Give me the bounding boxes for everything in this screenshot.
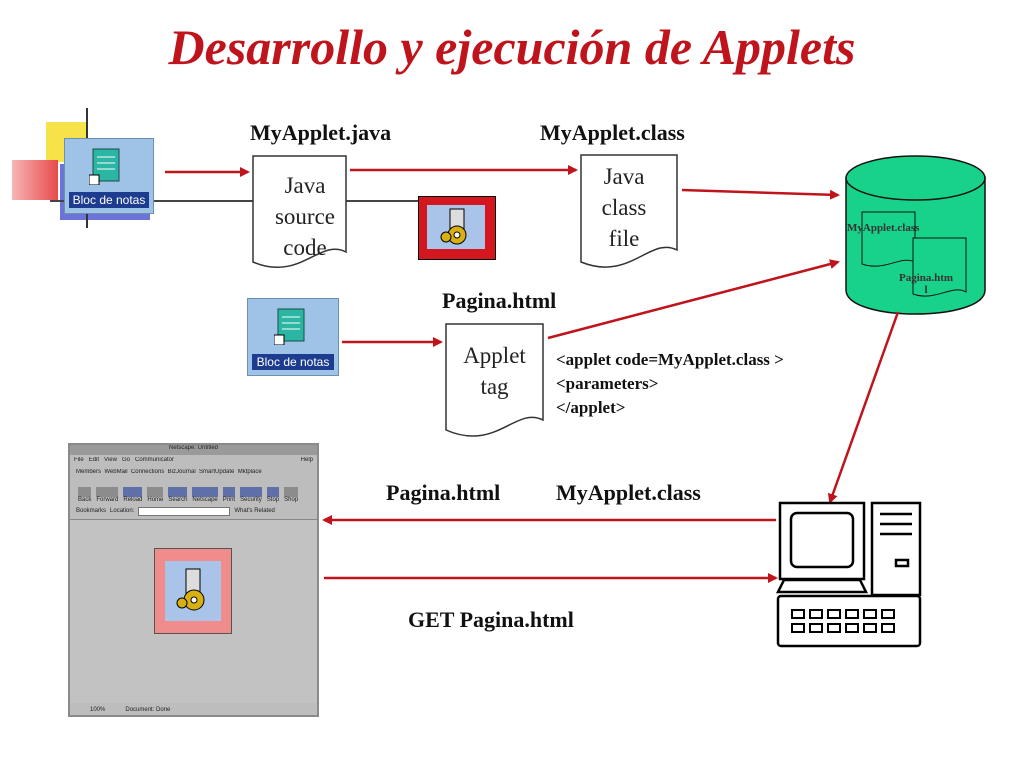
nav-shop[interactable]: Shop — [284, 487, 299, 503]
server-file-html-document — [912, 237, 967, 297]
nav-print[interactable]: Print — [222, 487, 236, 503]
java-source-filename: MyApplet.java — [250, 120, 392, 145]
server-database-top — [845, 155, 986, 201]
menu-communicator[interactable]: Communicator — [135, 457, 175, 463]
menu-help[interactable]: Help — [300, 457, 313, 463]
nav-forward[interactable]: Forward — [96, 487, 119, 503]
nav-stop[interactable]: Stop — [266, 487, 280, 503]
notepad-icon — [274, 308, 305, 345]
browser-title-bar: Netscape: Untitled — [70, 445, 317, 455]
bookmark-bizjournal[interactable]: BizJournal — [167, 469, 196, 475]
html-file-document — [445, 323, 544, 437]
status-percent: 100% — [90, 707, 106, 713]
notepad-icon-bottom: Bloc de notas — [247, 298, 339, 376]
applet-code-line: <parameters> — [556, 374, 659, 393]
client-computer-icon — [775, 501, 922, 648]
bookmarks-button[interactable]: Bookmarks — [76, 508, 107, 514]
browser-personal-toolbar: Members WebMail Connections BizJournal S… — [70, 469, 317, 478]
bookmark-mktplace[interactable]: Mktplace — [237, 469, 262, 475]
browser-content-area — [70, 519, 317, 703]
arrow-class-to-server — [681, 188, 840, 200]
notepad-label: Bloc de notas — [252, 354, 334, 370]
browser-menu-bar: File Edit View Go Communicator Help — [70, 457, 317, 466]
class-file-filename: MyApplet.class — [540, 120, 685, 145]
notepad-icon — [89, 148, 120, 185]
location-input[interactable] — [138, 506, 231, 516]
applet-code-block: <applet code=MyApplet.class > <parameter… — [556, 348, 784, 420]
menu-view[interactable]: View — [104, 457, 117, 463]
status-text: Document: Done — [125, 707, 171, 713]
arrow-server-to-client — [827, 311, 900, 504]
html-file-filename: Pagina.html — [442, 288, 557, 313]
location-label: Location: — [110, 508, 135, 514]
keyboard-keys — [791, 609, 895, 633]
applet-code-line: </applet> — [556, 398, 626, 417]
notepad-label: Bloc de notas — [69, 192, 149, 208]
request-label: GET Pagina.html — [408, 607, 574, 632]
response-class-label: MyApplet.class — [556, 480, 701, 505]
applet-code-line: <applet code=MyApplet.class > — [556, 350, 784, 369]
applet-display — [154, 548, 232, 634]
server-file-html-label: Pagina.htm l — [899, 272, 954, 296]
nav-security[interactable]: Security — [240, 487, 262, 503]
menu-file[interactable]: File — [74, 457, 84, 463]
netscape-browser-window: Netscape: Untitled File Edit View Go Com… — [68, 443, 319, 717]
gear-icon — [440, 208, 467, 245]
gear-icon — [176, 568, 205, 611]
menu-edit[interactable]: Edit — [88, 457, 100, 463]
browser-nav-toolbar: Back Forward Reload Home Search Netscape… — [70, 481, 317, 503]
bookmark-webmail[interactable]: WebMail — [104, 469, 128, 475]
browser-status-bar: 100% Document: Done — [70, 705, 317, 715]
class-file-text: Java class file — [601, 164, 647, 251]
html-file-text: Applet tag — [463, 343, 526, 399]
bookmark-smartupdate[interactable]: SmartUpdate — [199, 469, 235, 475]
response-html-label: Pagina.html — [386, 480, 501, 505]
java-source-text: Java source code — [274, 173, 336, 260]
class-file-document — [580, 154, 678, 268]
whats-related-button[interactable]: What's Related — [234, 508, 275, 514]
menu-go[interactable]: Go — [121, 457, 130, 463]
server-file-class-document — [861, 211, 916, 267]
bookmark-connections[interactable]: Connections — [130, 469, 165, 475]
nav-home[interactable]: Home — [147, 487, 164, 503]
bookmark-members[interactable]: Members — [76, 469, 102, 475]
nav-back[interactable]: Back — [78, 487, 92, 503]
java-source-document — [252, 155, 347, 268]
nav-search[interactable]: Search — [168, 487, 188, 503]
arrow-html-to-server — [547, 259, 840, 340]
browser-location-bar: Bookmarks Location: What's Related — [70, 506, 317, 516]
nav-reload[interactable]: Reload — [123, 487, 143, 503]
notepad-icon-top: Bloc de notas — [64, 138, 154, 214]
server-file-class-label: MyApplet.class — [847, 222, 920, 234]
slide-title: Desarrollo y ejecución de Applets — [168, 19, 856, 75]
nav-netscape[interactable]: Netscape — [192, 487, 218, 503]
corner-red-square — [12, 160, 58, 200]
java-compiler-icon — [418, 196, 496, 260]
